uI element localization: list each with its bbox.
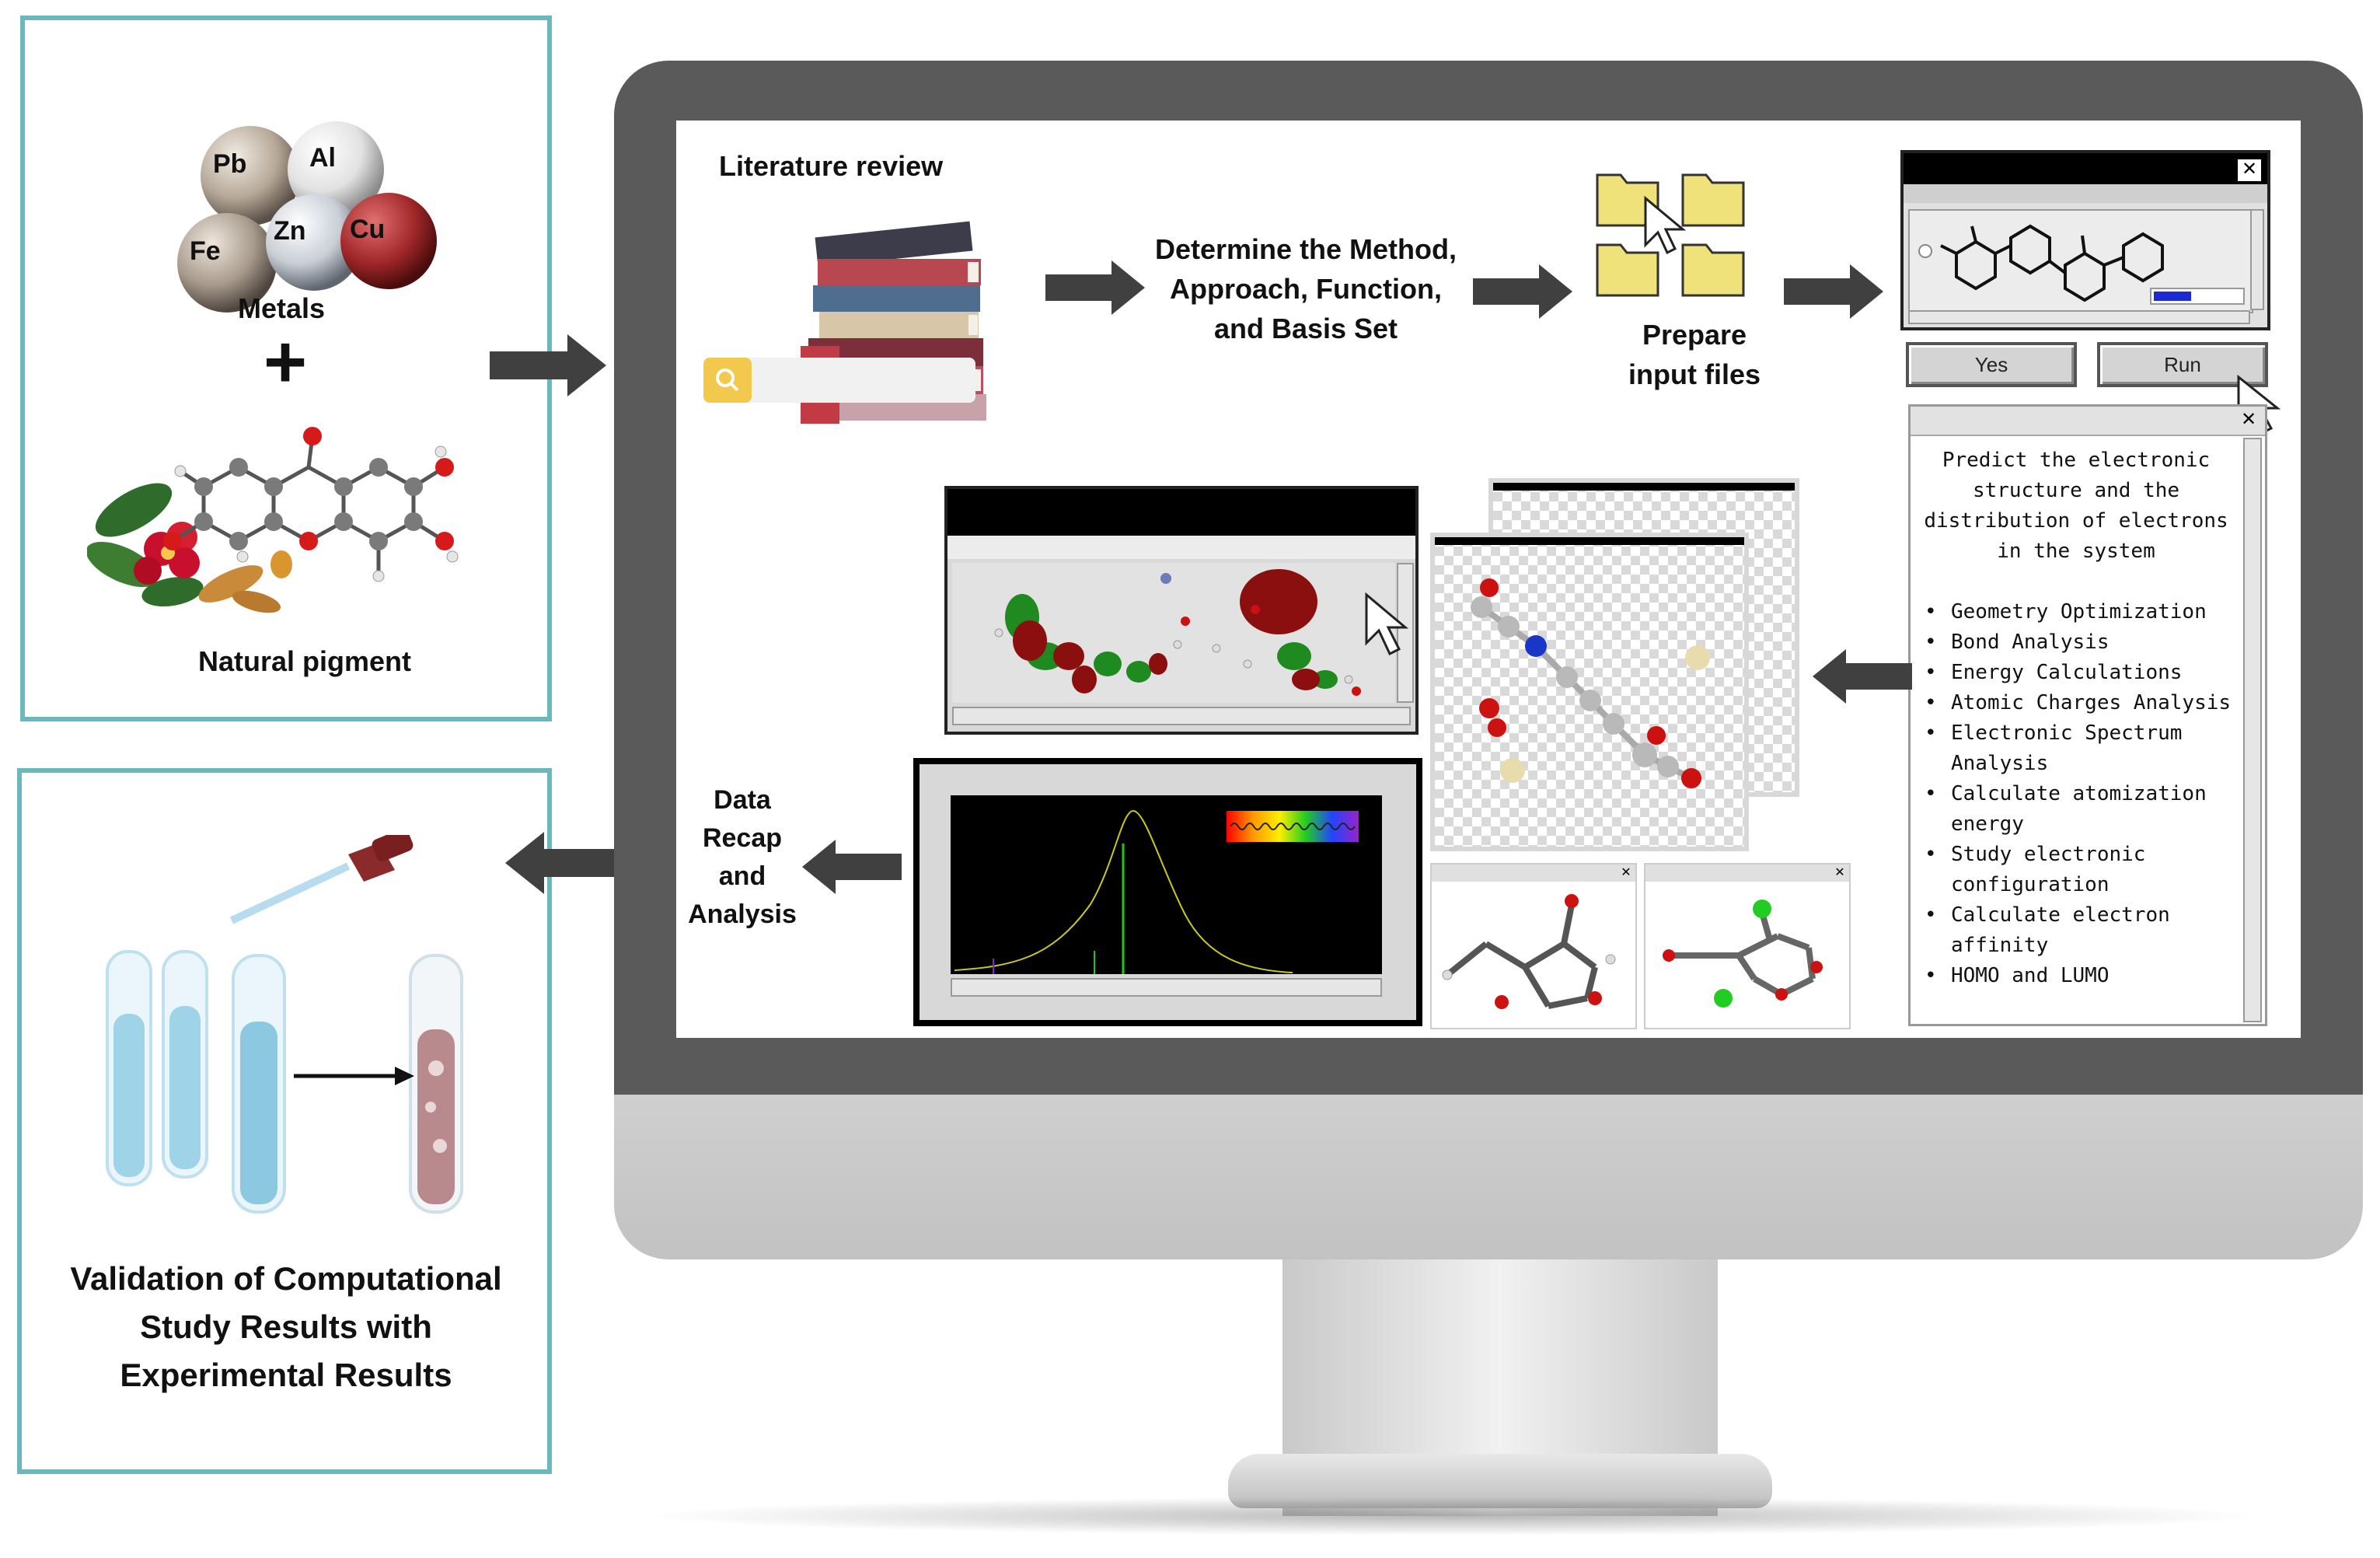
- orbital-scrollbar-vertical[interactable]: [1397, 563, 1414, 703]
- data-recap-line-1: Data: [714, 785, 771, 815]
- arrow-to-validation: [505, 832, 622, 894]
- folder-icons: [1596, 173, 1745, 297]
- orbital-scrollbar-horizontal[interactable]: [952, 707, 1411, 725]
- spectrum-scrollbar[interactable]: [951, 978, 1382, 997]
- orbital-view: [952, 563, 1395, 703]
- validation-title-line-1: Validation of Computational: [70, 1260, 502, 1297]
- prepare-line-1: Prepare: [1642, 319, 1747, 351]
- info-scrollbar[interactable]: [2243, 438, 2262, 1022]
- method-line-2: Approach, Function,: [1170, 273, 1442, 305]
- info-window-titlebar: [1911, 407, 2265, 436]
- orbital-window: [944, 486, 1419, 735]
- small-close-icon-2[interactable]: ✕: [1834, 866, 1845, 879]
- small-close-icon-1[interactable]: ✕: [1621, 866, 1631, 879]
- monitor-base: [1228, 1454, 1772, 1508]
- close-icon[interactable]: ✕: [2236, 158, 2263, 183]
- plus-symbol: +: [263, 320, 308, 403]
- dropper-icon: [229, 835, 414, 924]
- cursor-icon: [1644, 195, 1687, 255]
- data-recap-line-4: Analysis: [688, 900, 797, 929]
- info-intro-line-3: distribution of electrons: [1924, 509, 2228, 533]
- molecule-window-small-2: ✕: [1644, 863, 1851, 1029]
- validation-title-line-2: Study Results with: [140, 1308, 432, 1345]
- list-item: Atomic Charges Analysis: [1911, 688, 2241, 718]
- arrow-5: [802, 840, 902, 894]
- pigment-illustration: [87, 427, 459, 613]
- metal-label-al: Al: [309, 143, 336, 173]
- prepare-text: Prepare input files: [1593, 315, 1795, 394]
- data-recap-text: Data Recap and Analysis: [676, 781, 808, 934]
- info-close-icon[interactable]: ✕: [2240, 409, 2257, 430]
- list-item: Bond Analysis: [1911, 627, 2241, 658]
- validation-title-line-3: Experimental Results: [120, 1357, 452, 1393]
- run-button[interactable]: Run: [2097, 342, 2268, 387]
- info-intro: Predict the electronic structure and the…: [1915, 445, 2237, 567]
- metals-label: Metals: [237, 292, 326, 324]
- arrow-4: [1813, 649, 1912, 704]
- metal-label-zn: Zn: [274, 216, 306, 246]
- monitor-shadow: [637, 1497, 2270, 1535]
- method-line-1: Determine the Method,: [1154, 233, 1457, 265]
- window-scrollbar-horizontal[interactable]: [1908, 310, 2250, 324]
- data-recap-line-2: Recap: [702, 823, 783, 853]
- molecule-window-small-1: ✕: [1430, 863, 1637, 1029]
- arrow-to-monitor: [490, 334, 606, 396]
- metals-pigment-panel: Pb Al Fe Zn Cu Metals +: [20, 16, 552, 721]
- method-text: Determine the Method, Approach, Function…: [1135, 229, 1477, 348]
- validation-title: Validation of Computational Study Result…: [30, 1255, 543, 1399]
- spectrum-plot: [951, 795, 1382, 974]
- list-item: Geometry Optimization: [1911, 597, 2241, 627]
- literature-review-label: Literature review: [719, 150, 944, 182]
- info-window: ✕ Predict the electronic structure and t…: [1908, 404, 2267, 1026]
- prepare-line-2: input files: [1628, 358, 1761, 390]
- list-item: Energy Calculations: [1911, 658, 2241, 688]
- arrow-3: [1784, 264, 1883, 319]
- window-toolbar: [1904, 184, 2267, 203]
- validation-panel: Validation of Computational Study Result…: [17, 768, 552, 1474]
- list-item: HOMO and LUMO: [1911, 961, 2241, 991]
- window-titlebar: [1904, 153, 2267, 184]
- window-scrollbar-vertical[interactable]: [2250, 209, 2264, 310]
- cursor-icon-orbital: [1365, 592, 1409, 656]
- yes-button[interactable]: Yes: [1906, 342, 2077, 387]
- arrow-2: [1473, 264, 1572, 319]
- data-recap-line-3: and: [718, 861, 766, 891]
- search-bar[interactable]: [703, 358, 975, 403]
- method-line-3: and Basis Set: [1213, 313, 1398, 344]
- info-intro-line-4: in the system: [1997, 540, 2155, 563]
- spectrum-window: [913, 758, 1422, 1026]
- structure-view: [1908, 209, 2253, 313]
- pigment-label: Natural pigment: [197, 645, 412, 677]
- info-intro-line-1: Predict the electronic: [1942, 449, 2211, 472]
- monitor-screen: Literature review Determine the Method, …: [676, 121, 2301, 1038]
- search-icon: [703, 358, 752, 403]
- metal-label-fe: Fe: [190, 236, 221, 266]
- software-window: ✕: [1900, 150, 2270, 330]
- metal-spheres: [177, 121, 437, 313]
- metal-label-pb: Pb: [213, 149, 247, 179]
- metal-label-cu: Cu: [350, 215, 386, 244]
- test-tubes-illustration: [106, 835, 463, 1214]
- analysis-list: Geometry Optimization Bond Analysis Ener…: [1911, 597, 2241, 991]
- arrow-1: [1045, 260, 1145, 315]
- molecule-window-front: [1430, 533, 1749, 851]
- info-intro-line-2: structure and the: [1972, 479, 2180, 502]
